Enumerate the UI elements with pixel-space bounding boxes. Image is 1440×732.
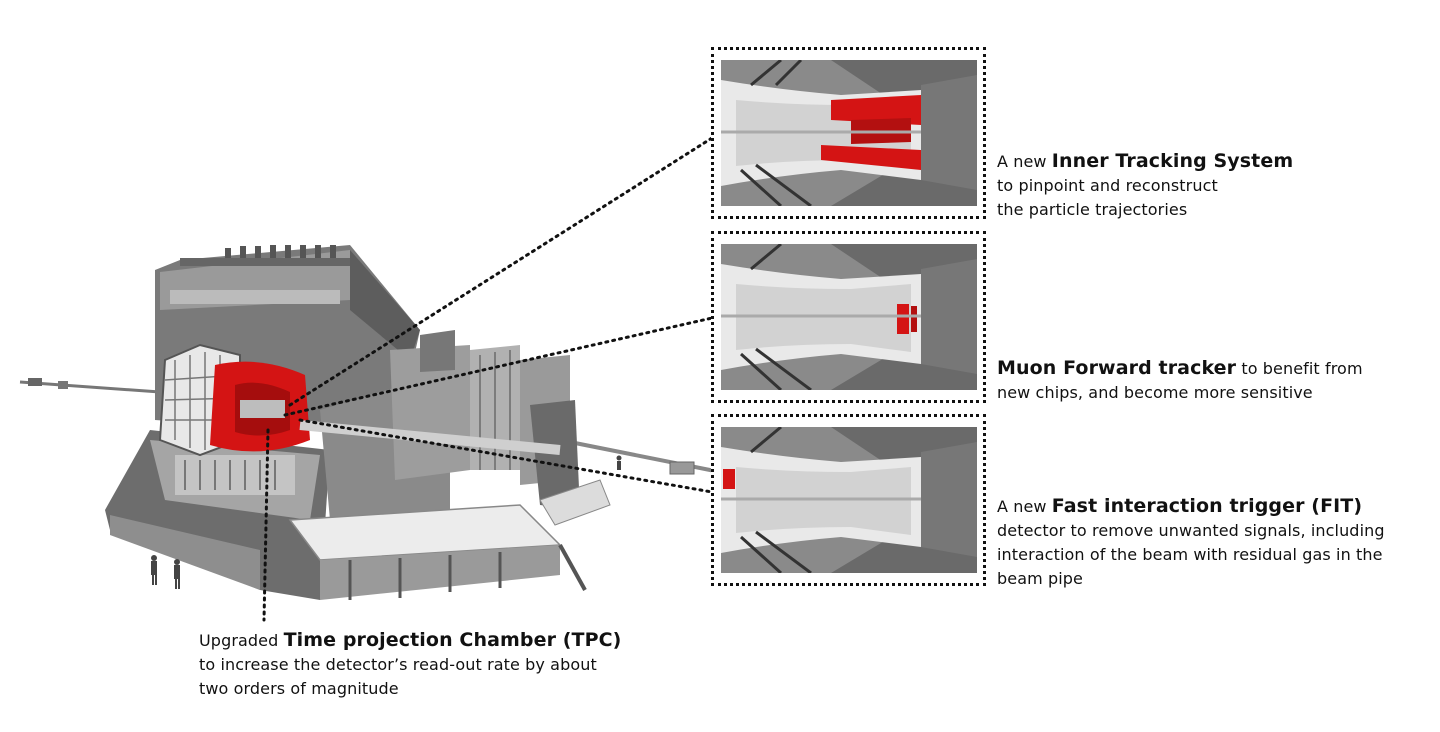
callout-fit-line3: interaction of the beam with residual ga… [997, 545, 1383, 564]
callout-its: A new Inner Tracking System to pinpoint … [997, 149, 1293, 222]
beam-pipe-right [559, 438, 721, 475]
inset-fit [711, 414, 986, 586]
callout-its-prefix: A new [997, 152, 1052, 171]
people-figures [151, 455, 622, 589]
leader-line-mft [283, 316, 714, 417]
its-detail-render [721, 60, 977, 206]
callout-its-line3: the particle trajectories [997, 200, 1188, 219]
beam-pipe-left [19, 378, 161, 394]
callout-mft-suffix: to benefit from [1236, 359, 1363, 378]
leader-line-its [288, 136, 714, 407]
callout-mft-title: Muon Forward tracker [997, 357, 1237, 379]
callout-its-title: Inner Tracking System [1051, 150, 1294, 172]
mft-detail-render [721, 244, 977, 390]
tpc-highlight [210, 361, 310, 452]
callout-tpc: Upgraded Time projection Chamber (TPC) t… [199, 628, 621, 701]
inset-mft [711, 231, 986, 403]
fit-detail-render [721, 427, 977, 573]
platform [288, 479, 611, 600]
callout-fit-prefix: A new [997, 497, 1052, 516]
leader-lines [262, 136, 714, 622]
callout-fit-title: Fast interaction trigger (FIT) [1051, 495, 1363, 517]
callout-fit: A new Fast interaction trigger (FIT) det… [997, 494, 1385, 591]
detector-base [105, 430, 330, 600]
callout-mft-line2: new chips, and become more sensitive [997, 383, 1313, 402]
muon-arm [299, 330, 580, 520]
callout-tpc-title: Time projection Chamber (TPC) [283, 629, 622, 651]
inset-its [711, 47, 986, 219]
callout-tpc-prefix: Upgraded [199, 631, 284, 650]
callout-tpc-line2: to increase the detector’s read-out rate… [199, 655, 597, 674]
callout-mft: Muon Forward tracker to benefit from new… [997, 356, 1363, 405]
leader-line-fit [298, 418, 714, 494]
callout-tpc-line3: two orders of magnitude [199, 679, 399, 698]
callout-its-line2: to pinpoint and reconstruct [997, 176, 1218, 195]
callout-fit-line2: detector to remove unwanted signals, inc… [997, 521, 1385, 540]
callout-fit-line4: beam pipe [997, 569, 1083, 588]
